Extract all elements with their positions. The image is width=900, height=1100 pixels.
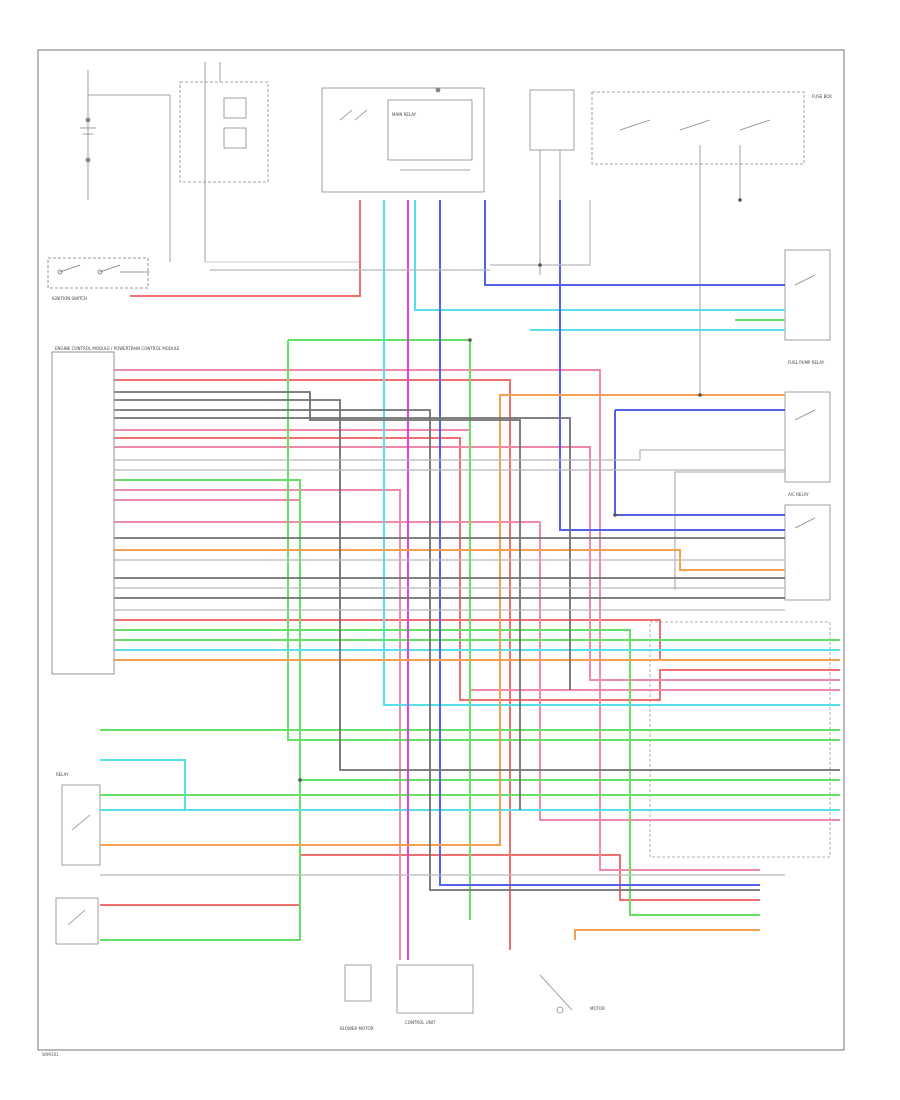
control-unit-label: CONTROL UNIT: [405, 1020, 436, 1025]
fuse-box-right: [591, 91, 805, 395]
fuel-pump-relay-label: FUEL PUMP RELAY: [788, 360, 825, 365]
left-relay-label: RELAY: [56, 772, 69, 777]
battery-section: [80, 70, 171, 262]
footer-code: W99301: [42, 1052, 59, 1057]
ecm-pin-ticks: [114, 369, 120, 661]
wire-orange: [100, 394, 840, 940]
relay-stack-right: [674, 249, 831, 601]
main-relay-label: MAIN RELAY: [392, 112, 417, 117]
wire-blue: [439, 200, 785, 886]
ignition-switch-label: IGNITION SWITCH: [52, 296, 87, 301]
blower-motor-label: BLOWER MOTOR: [340, 1026, 374, 1031]
wire-lightgray: [100, 200, 785, 876]
switch-unit-box: [529, 89, 575, 275]
left-relay-block: [55, 784, 101, 945]
junction-dots: [298, 198, 742, 782]
fuse-box-left: [179, 62, 360, 263]
wire-green: [100, 319, 840, 941]
control-unit-box: [396, 964, 474, 1014]
diagram-frame: [37, 49, 845, 1051]
aux-motor-symbol: [539, 974, 573, 1014]
ecm-block: [51, 351, 115, 675]
main-relay-box: [321, 87, 485, 193]
ecm-label: ENGINE CONTROL MODULE / POWERTRAIN CONTR…: [55, 346, 180, 351]
ac-relay-label: A/C RELAY: [788, 492, 809, 497]
fuse-box-label: FUSE BOX: [812, 94, 832, 99]
ignition-switch-block: [47, 257, 150, 289]
wire-cyan: [100, 200, 840, 811]
blower-motor-box: [344, 964, 372, 1002]
aux-motor-label: MOTOR: [590, 1006, 605, 1011]
wire-gray: [114, 391, 840, 891]
wire-pink: [114, 369, 840, 960]
